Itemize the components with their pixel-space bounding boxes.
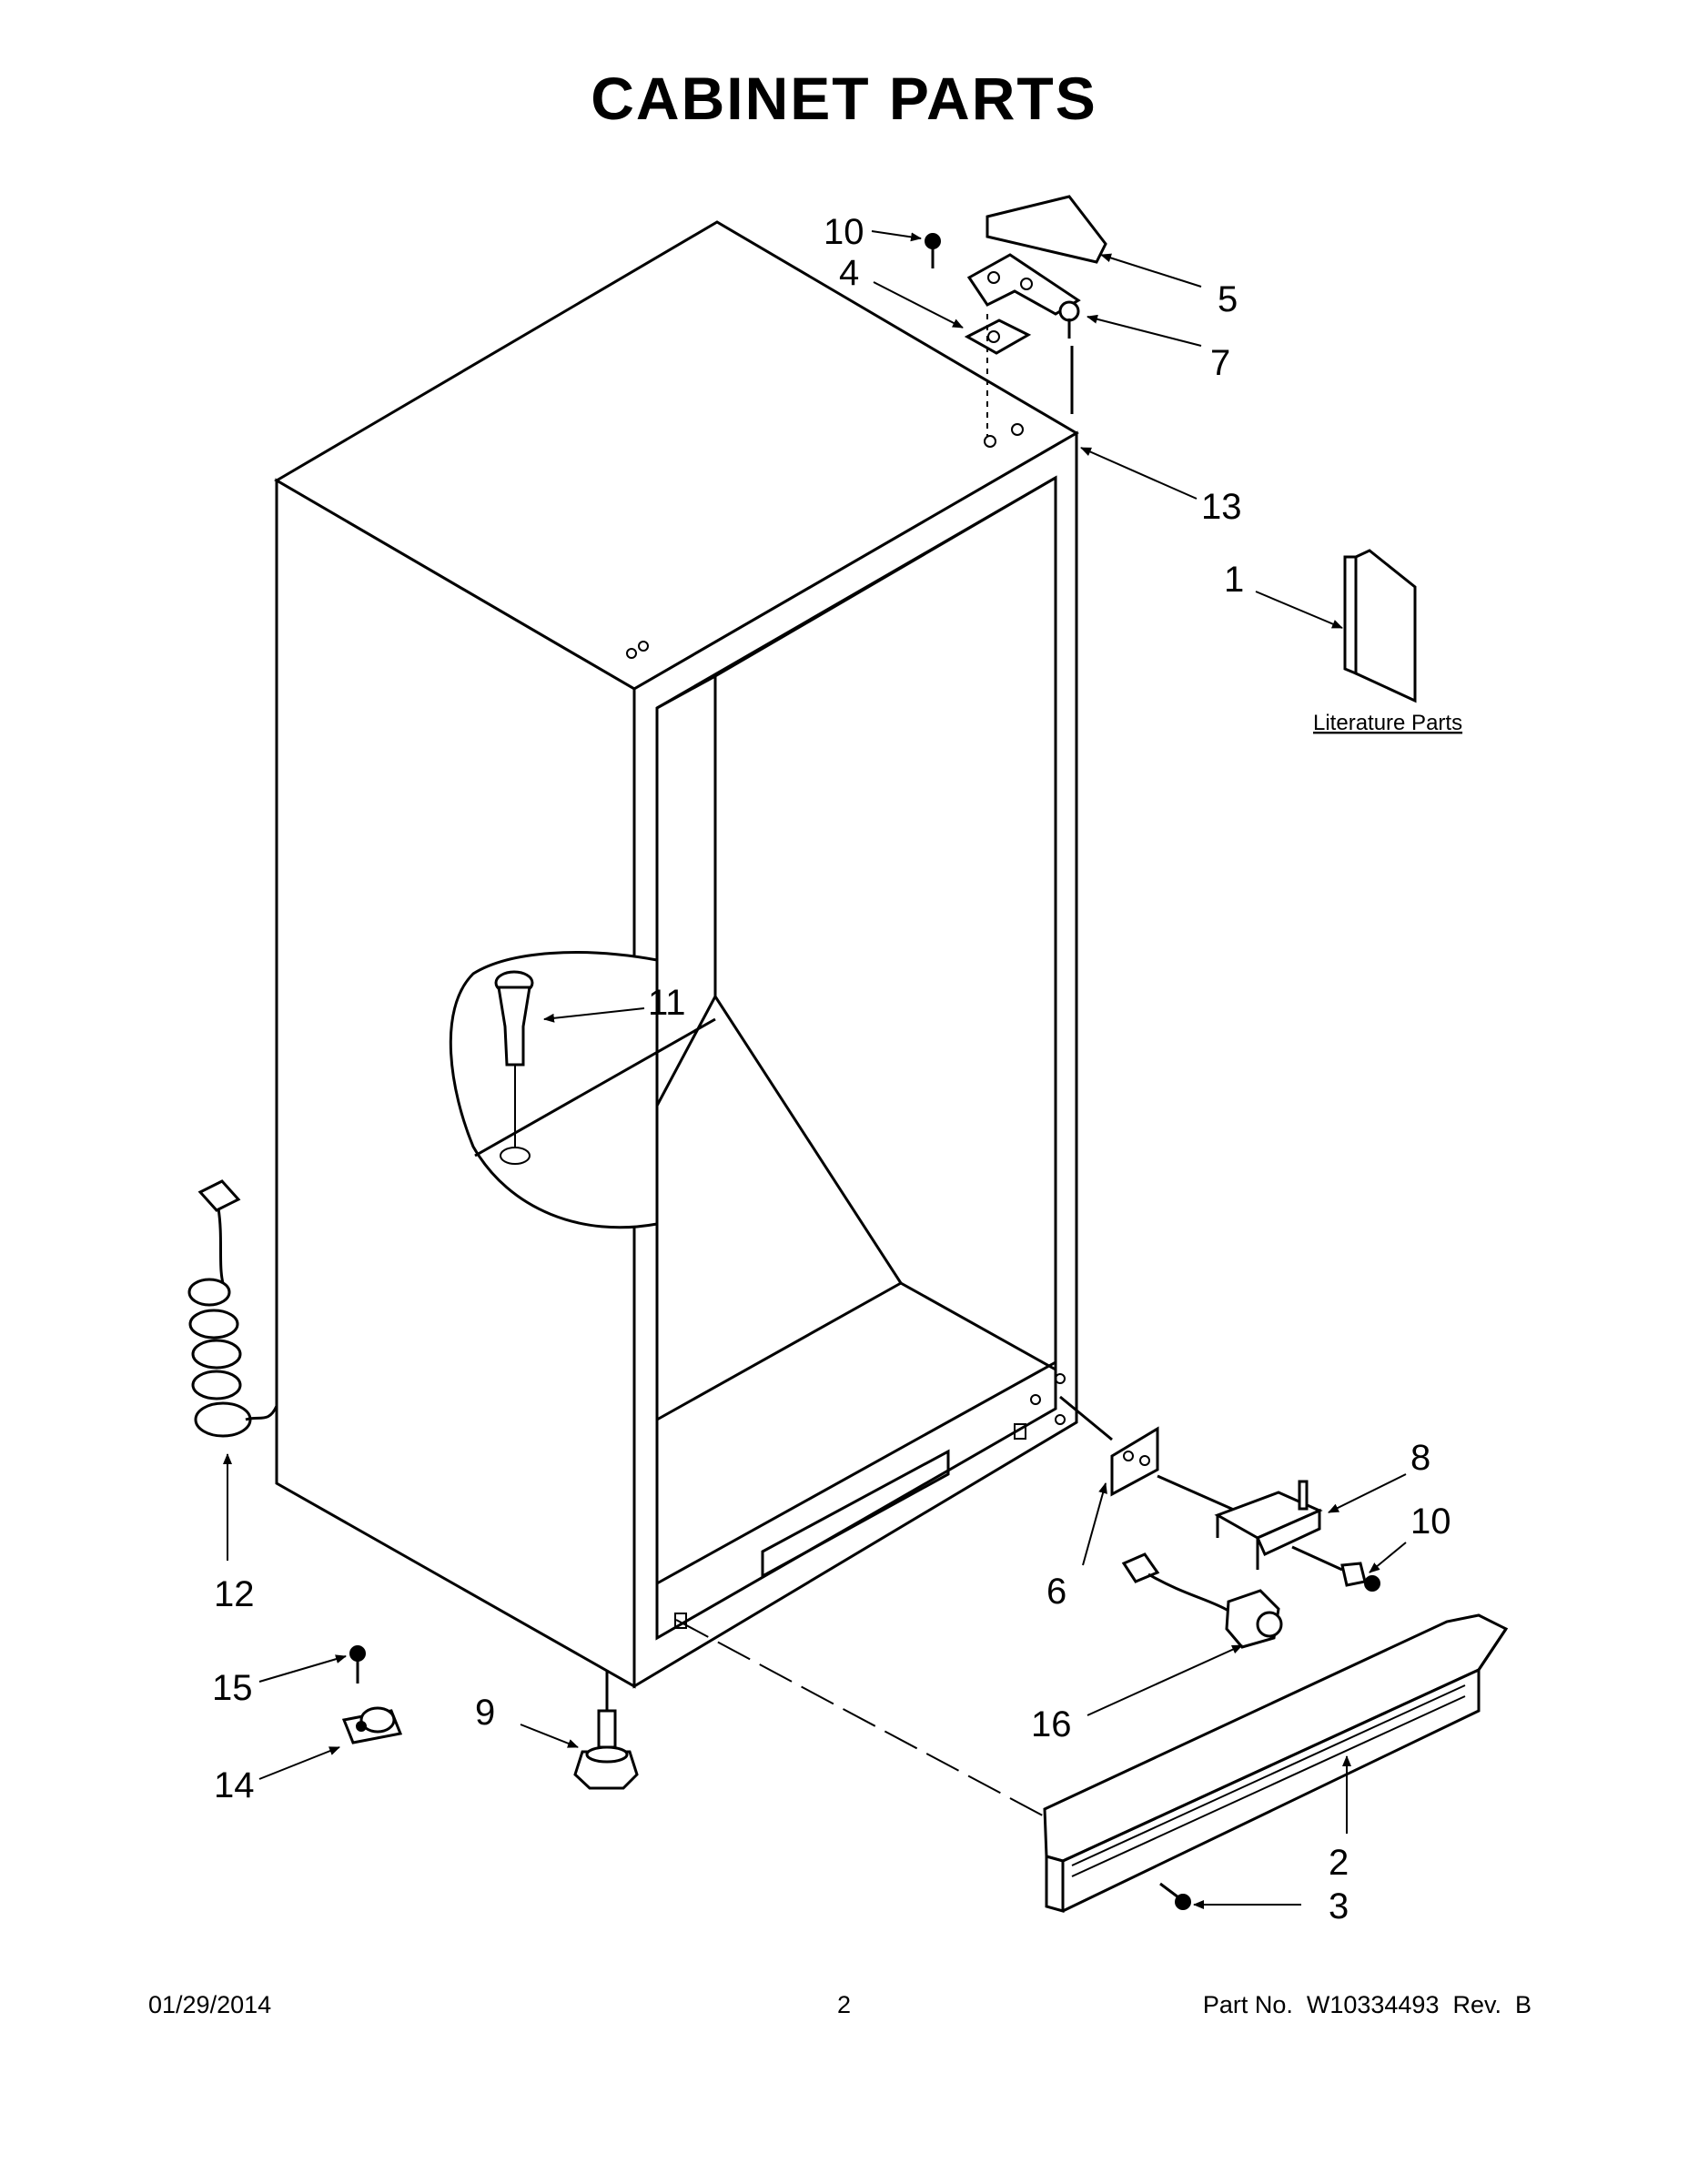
callout-11: 11 [648, 983, 686, 1023]
lower-hinge [1214, 1480, 1323, 1570]
lower-hinge-plate [1110, 1426, 1159, 1497]
hinge-cover [986, 195, 1107, 264]
footer-part-number: Part No. W10334493 Rev. B [1202, 1991, 1531, 2018]
literature-caption: Literature Parts [1313, 711, 1462, 735]
literature-parts [1343, 549, 1417, 703]
leader-lines [223, 230, 1407, 1909]
power-cord [187, 1179, 278, 1438]
callout-14: 14 [214, 1765, 255, 1805]
callout-10-top: 10 [824, 212, 864, 252]
wire-harness [1121, 1552, 1283, 1649]
callout-6: 6 [1046, 1572, 1066, 1612]
callout-15: 15 [212, 1668, 253, 1708]
grille-screw [1159, 1882, 1191, 1910]
callout-1: 1 [1224, 560, 1244, 600]
drain-tube [494, 970, 534, 1165]
toe-grille [1043, 1613, 1509, 1913]
callout-3: 3 [1329, 1886, 1349, 1926]
cord-clamp [341, 1706, 403, 1744]
callout-4: 4 [839, 253, 859, 293]
leveling-leg [573, 1670, 639, 1790]
callout-13: 13 [1201, 487, 1242, 527]
callout-8: 8 [1410, 1438, 1430, 1478]
hinge-screw-top [925, 233, 941, 268]
callout-9: 9 [475, 1693, 495, 1733]
callout-2: 2 [1329, 1843, 1349, 1883]
callout-5: 5 [1218, 279, 1238, 319]
callout-7: 7 [1210, 343, 1230, 383]
hinge-shim [964, 318, 1032, 355]
top-hinge [966, 253, 1081, 339]
callout-12: 12 [214, 1574, 255, 1614]
clamp-screw [349, 1645, 366, 1684]
page-title: CABINET PARTS [591, 65, 1097, 132]
cabinet [274, 220, 1079, 1689]
callout-10-bottom: 10 [1410, 1502, 1451, 1542]
callout-16: 16 [1031, 1704, 1072, 1744]
hinge-screw-bottom [1291, 1545, 1380, 1592]
footer-page-number: 2 [836, 1991, 852, 2018]
footer-date: 01/29/2014 [148, 1991, 272, 2018]
